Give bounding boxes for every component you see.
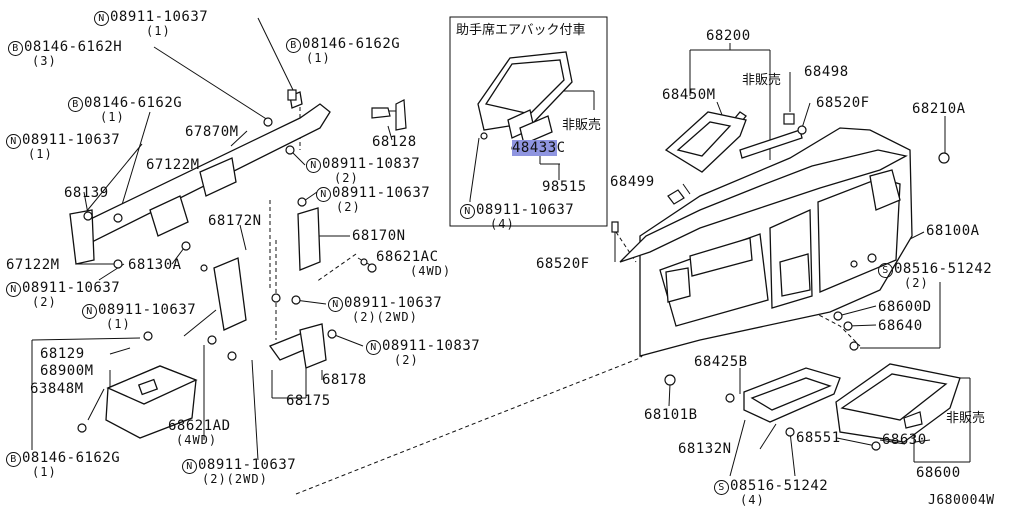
- part-label-p40: 68600D: [878, 299, 932, 315]
- part-label-p42: 68425B: [694, 354, 748, 370]
- part-qty-p4: (1): [28, 147, 53, 161]
- part-label-p17: 68621AC: [376, 249, 439, 265]
- part-label-p24: 68178: [322, 372, 367, 388]
- part-label-p37: 68520F: [536, 256, 590, 272]
- part-label-p16: 68170N: [352, 228, 406, 244]
- lower-cover: [743, 367, 841, 423]
- part-qty-p3: (1): [100, 110, 125, 124]
- part-label-p26: 68621AD: [168, 418, 231, 434]
- right-bottom-non-sale: 非販売: [946, 411, 986, 426]
- inset-non-sale: 非販売: [562, 118, 602, 133]
- part-qty-p48: (4): [740, 493, 765, 507]
- part-label-p30: 98515: [542, 179, 587, 195]
- part-qty-p18: (1): [106, 317, 131, 331]
- instrument-panel: [619, 111, 913, 357]
- highlighted-part: 48433C: [512, 140, 566, 156]
- part-label-p38: 68100A: [926, 223, 980, 239]
- inset-title: 助手席エアバック付車: [456, 23, 586, 38]
- right-top-non-sale: 非販売: [742, 73, 782, 88]
- highlighted-part-number: 48433: [512, 140, 557, 156]
- part-qty-p13: (2): [334, 171, 359, 185]
- part-label-p21: 68129: [40, 346, 85, 362]
- part-qty-p26: (4WD): [176, 433, 218, 447]
- part-label-p41: 68640: [878, 318, 923, 334]
- part-label-p31: 68200: [706, 28, 751, 44]
- part-label-p34: 68520F: [816, 95, 870, 111]
- part-label-p36: 68499: [610, 174, 655, 190]
- airbag-module: [477, 51, 573, 145]
- part-label-p5: 67870M: [185, 124, 239, 140]
- part-qty-p11: (1): [306, 51, 331, 65]
- airbag-inset-frame: [449, 16, 608, 227]
- control-unit: [105, 365, 198, 439]
- part-label-p32: 68450M: [662, 87, 716, 103]
- part-label-p46: 68630: [882, 432, 927, 448]
- part-qty-p10: (2): [32, 295, 57, 309]
- part-label-p22: 68900M: [40, 363, 94, 379]
- part-label-p25: 68175: [286, 393, 331, 409]
- part-label-p6: 67122M: [146, 157, 200, 173]
- part-qty-p28: (2)(2WD): [202, 472, 268, 486]
- part-qty-p2: (3): [32, 54, 57, 68]
- glove-box: [835, 363, 961, 443]
- part-label-p7: 68139: [64, 185, 109, 201]
- part-label-p44: 68132N: [678, 441, 732, 457]
- part-label-p15: 68172N: [208, 213, 262, 229]
- part-label-p33: 68498: [804, 64, 849, 80]
- part-label-p45: 68551: [796, 430, 841, 446]
- part-qty-p39: (2): [904, 276, 929, 290]
- part-qty-p27: (1): [32, 465, 57, 479]
- part-label-p9: 68130A: [128, 257, 182, 273]
- part-label-p43: 68101B: [644, 407, 698, 423]
- fasteners: [77, 89, 950, 451]
- part-qty-p20: (2): [394, 353, 419, 367]
- part-qty-p14: (2): [336, 200, 361, 214]
- steering-member: [69, 91, 331, 369]
- part-qty-p29: (4): [490, 217, 515, 231]
- part-label-p23: 63848M: [30, 381, 84, 397]
- diagram-id: J680004W: [928, 493, 995, 508]
- vent-insert: [664, 111, 747, 173]
- part-label-p47: 68600: [916, 465, 961, 481]
- part-label-p8: 67122M: [6, 257, 60, 273]
- part-qty-p19: (2)(2WD): [352, 310, 418, 324]
- part-label-p35: 68210A: [912, 101, 966, 117]
- part-qty-p17: (4WD): [410, 264, 452, 278]
- part-qty-p1: (1): [146, 24, 171, 38]
- part-label-p12: 68128: [372, 134, 417, 150]
